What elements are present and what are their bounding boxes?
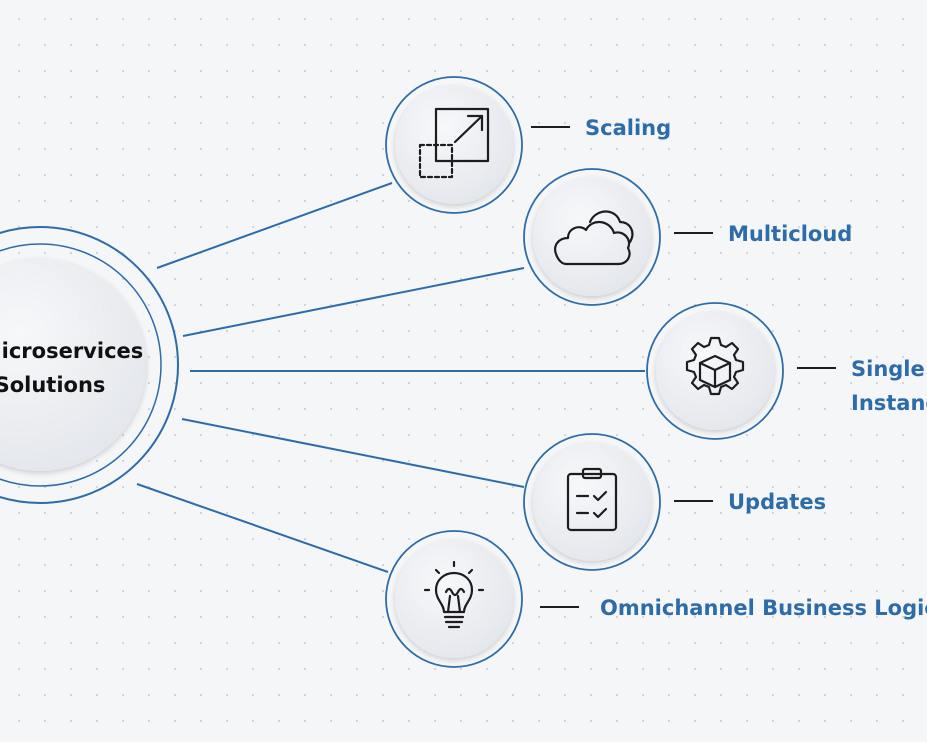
lightbulb-icon bbox=[423, 560, 485, 629]
cloud-icon bbox=[554, 210, 634, 266]
label-scaling: Scaling bbox=[585, 116, 671, 140]
node-updates bbox=[523, 433, 661, 571]
node-multicloud bbox=[523, 168, 661, 306]
label-updates: Updates bbox=[728, 490, 826, 514]
connector-omnichannel bbox=[136, 483, 389, 573]
connector-multicloud bbox=[182, 267, 525, 337]
scaling-icon bbox=[418, 107, 490, 179]
node-single-instance bbox=[646, 302, 784, 440]
gear-box-icon bbox=[685, 336, 745, 396]
label-omnichannel: Omnichannel Business Logic bbox=[600, 596, 927, 620]
node-scaling bbox=[385, 76, 523, 214]
node-omnichannel bbox=[385, 530, 523, 668]
hub-title-line1: Microservices bbox=[0, 339, 143, 363]
label-single-instance-line2: Instance bbox=[851, 391, 927, 415]
connector-updates bbox=[181, 418, 525, 488]
clipboard-checklist-icon bbox=[566, 467, 618, 532]
label-single-instance-line1: Single bbox=[851, 357, 925, 381]
connectors bbox=[136, 182, 645, 573]
hub-title-line2: Solutions bbox=[0, 373, 105, 397]
connector-scaling bbox=[156, 182, 393, 269]
label-multicloud: Multicloud bbox=[728, 222, 852, 246]
hub-node: Microservices Solutions bbox=[0, 226, 179, 504]
